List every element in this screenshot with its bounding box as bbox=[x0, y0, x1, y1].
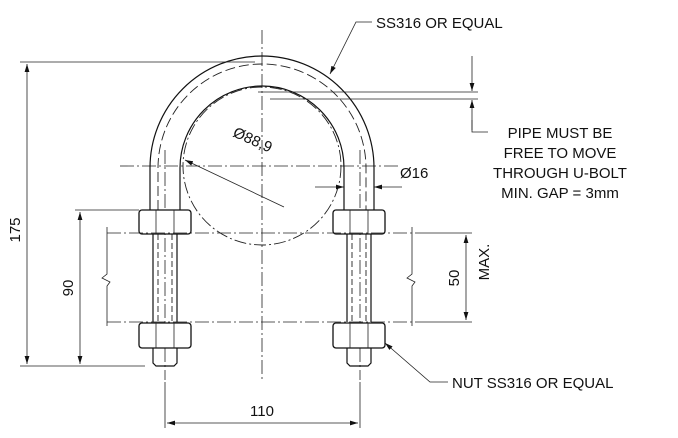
dim-90-label: 90 bbox=[60, 280, 77, 297]
callout-nut: NUT SS316 OR EQUAL bbox=[384, 342, 613, 392]
dim-max-label: MAX. bbox=[476, 244, 493, 281]
dim-110-label: 110 bbox=[250, 403, 274, 420]
dim-thread-length: 90 bbox=[60, 209, 139, 364]
pipe-outline bbox=[182, 86, 342, 246]
nut-upper-right bbox=[332, 209, 386, 235]
callout-gap: PIPE MUST BE FREE TO MOVE THROUGH U-BOLT… bbox=[258, 56, 627, 202]
dim-175-label: 175 bbox=[7, 217, 24, 242]
nut-lower-right bbox=[332, 322, 386, 349]
dim-rod-diameter-label: Ø16 bbox=[400, 165, 428, 182]
dim-clamp-thickness: 50 MAX. bbox=[420, 232, 493, 323]
dim-overall-height: 175 bbox=[7, 61, 255, 367]
dim-pipe-diameter: Ø88,9 bbox=[184, 124, 285, 208]
u-bolt bbox=[149, 55, 375, 367]
nuts bbox=[138, 209, 386, 349]
clamped-structure bbox=[101, 227, 420, 326]
gap-note-line-2: FREE TO MOVE bbox=[504, 145, 617, 162]
dim-rod-diameter: Ø16 bbox=[315, 165, 428, 190]
nut-upper-left bbox=[138, 209, 192, 235]
dim-leg-spacing: 110 bbox=[164, 382, 361, 428]
nut-lower-left bbox=[138, 322, 192, 349]
dim-50-label: 50 bbox=[446, 270, 463, 287]
material-label: SS316 OR EQUAL bbox=[376, 15, 503, 32]
dim-pipe-diameter-label: Ø88,9 bbox=[230, 124, 274, 156]
gap-note-line-1: PIPE MUST BE bbox=[508, 125, 613, 142]
callout-material: SS316 OR EQUAL bbox=[329, 15, 503, 75]
gap-note-line-4: MIN. GAP = 3mm bbox=[501, 185, 619, 202]
gap-note-line-3: THROUGH U-BOLT bbox=[493, 165, 627, 182]
nut-label: NUT SS316 OR EQUAL bbox=[452, 375, 613, 392]
